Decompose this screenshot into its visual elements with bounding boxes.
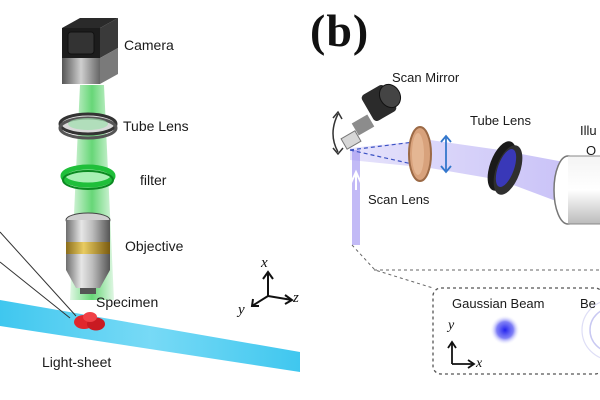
- tube-lens-b-label: Tube Lens: [470, 113, 531, 128]
- filter-icon: [60, 164, 116, 190]
- axis-z-label-a: z: [293, 290, 299, 306]
- axis-x-label-a: x: [261, 255, 268, 271]
- light-sheet: [0, 300, 300, 372]
- bessel-beam-rings: [589, 310, 600, 350]
- pointer-line: [0, 231, 77, 317]
- illumination-objective-icon: [553, 155, 600, 225]
- camera-label: Camera: [124, 37, 174, 53]
- tube-lens-b-icon: [487, 141, 523, 195]
- scan-lens-label: Scan Lens: [368, 192, 430, 207]
- gaussian-beam-spot: [490, 315, 520, 345]
- gaussian-beam-label: Gaussian Beam: [452, 296, 545, 311]
- inset-connector: [351, 244, 434, 289]
- axes-a-icon: [250, 270, 294, 307]
- axes-b-icon: [447, 340, 476, 369]
- rotation-arrow-icon: [332, 113, 339, 153]
- pointer-line: [0, 261, 71, 319]
- focus-arrow-icon: [440, 134, 452, 174]
- panel-b-letter: (b): [310, 5, 370, 56]
- objective-icon: [65, 212, 111, 294]
- rotation-arrowhead: [332, 110, 343, 120]
- axis-y-label-a: y: [238, 302, 245, 318]
- bessel-beam-rings: [581, 301, 600, 359]
- illumination-objective-label-1: Illu: [580, 123, 597, 138]
- beam-arrow: [349, 169, 363, 186]
- incoming-beam: [352, 150, 360, 245]
- scan-lens-icon: [408, 126, 432, 182]
- illumination-objective-label-2: O: [586, 143, 597, 158]
- filter-label: filter: [140, 172, 167, 188]
- scan-beam: [350, 140, 580, 210]
- bessel-beam-label: Be: [580, 296, 596, 311]
- objective-label: Objective: [125, 238, 184, 254]
- axis-y-label-b: y: [448, 318, 455, 333]
- scan-mirror-icon: [340, 83, 402, 150]
- scan-mirror-label: Scan Mirror: [392, 70, 460, 85]
- tube-lens-a-label: Tube Lens: [123, 118, 189, 134]
- specimen-label: Specimen: [96, 294, 159, 310]
- axis-x-label-b: x: [476, 356, 483, 371]
- camera-icon: [62, 18, 118, 84]
- light-sheet-label: Light-sheet: [42, 354, 112, 370]
- rotation-arrowhead: [332, 147, 344, 156]
- specimen-icon: [74, 312, 105, 331]
- tube-lens-a-icon: [58, 112, 118, 140]
